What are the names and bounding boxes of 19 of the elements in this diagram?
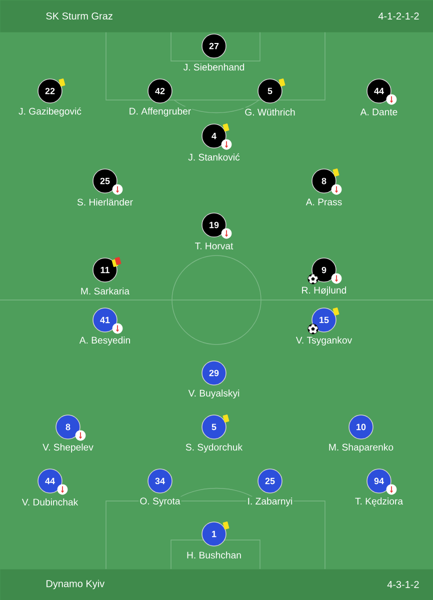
player-name: T. Horvat <box>194 242 234 250</box>
player-name: D. Affengruber <box>128 106 192 118</box>
team-name: SK Sturm Graz <box>46 12 112 20</box>
player-name: V. Shepelev <box>42 442 94 454</box>
player-name: M. Shaparenko <box>327 442 395 454</box>
player-name: V. Tsygankov <box>294 336 354 346</box>
player-name: V. Buyalskyi <box>187 388 241 400</box>
player-name: T. Kędziora <box>354 496 404 508</box>
player-name: R. Højlund <box>300 286 348 296</box>
player-name: J. Gazibegović <box>18 106 82 118</box>
player-name: A. Dante <box>359 108 399 116</box>
player-name: A. Besyedin <box>78 336 132 346</box>
player-name: O. Syrota <box>138 496 182 508</box>
team-name: Dynamo Kyiv <box>46 580 105 590</box>
formation-label: 4-3-1-2 <box>387 580 419 588</box>
formation-label: 4-1-2-1-2 <box>378 12 419 20</box>
player-name: S. Sydorchuk <box>184 442 244 454</box>
player-name: I. Zabarnyi <box>246 496 294 508</box>
player-name: A. Prass <box>304 198 344 206</box>
